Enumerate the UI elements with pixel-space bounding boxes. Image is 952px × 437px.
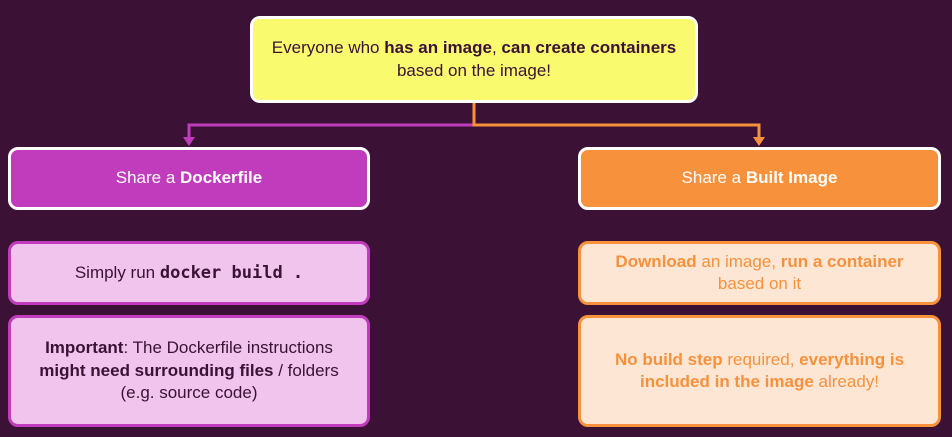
download-text-2: based on it bbox=[717, 274, 802, 293]
important-text-2: / folders (e.g. source code) bbox=[120, 360, 339, 403]
download-image-text: Download an image, run a container based… bbox=[595, 251, 924, 296]
share-dockerfile-prefix: Share a bbox=[115, 168, 181, 188]
no-build-bold-1: No build step bbox=[614, 349, 723, 369]
no-build-text-1: required, bbox=[722, 349, 800, 369]
important-bold-2: might need surrounding files bbox=[39, 360, 274, 380]
top-text-2: , bbox=[491, 38, 502, 58]
download-image-box: Download an image, run a container based… bbox=[578, 241, 941, 305]
docker-build-box: Simply run docker build . bbox=[8, 241, 370, 305]
docker-build-prefix: Simply run bbox=[74, 262, 160, 282]
docker-build-command: docker build . bbox=[159, 262, 304, 283]
share-dockerfile-label: Share a Dockerfile bbox=[116, 167, 262, 189]
top-statement-box: Everyone who has an image, can create co… bbox=[250, 16, 698, 103]
no-build-step-box: No build step required, everything is in… bbox=[578, 315, 941, 427]
arrowhead-left bbox=[183, 137, 195, 146]
top-text-3: based on the image! bbox=[396, 60, 552, 80]
top-text-1: Everyone who bbox=[271, 38, 385, 58]
download-bold-1: Download bbox=[615, 251, 697, 271]
important-label: Important bbox=[45, 338, 124, 358]
top-bold-1: has an image bbox=[384, 38, 492, 58]
share-built-image-prefix: Share a bbox=[681, 168, 746, 188]
important-note-text: Important: The Dockerfile instructions m… bbox=[25, 337, 353, 404]
important-note-box: Important: The Dockerfile instructions m… bbox=[8, 315, 370, 427]
share-dockerfile-bold: Dockerfile bbox=[180, 168, 263, 188]
no-build-step-text: No build step required, everything is in… bbox=[595, 349, 924, 394]
arrowhead-right bbox=[753, 137, 765, 146]
share-built-image-label: Share a Built Image bbox=[682, 167, 838, 189]
download-bold-2: run a container bbox=[780, 251, 904, 271]
no-build-text-2: already! bbox=[813, 372, 879, 391]
connector-left bbox=[187, 103, 476, 140]
connector-right bbox=[472, 103, 761, 140]
share-built-image-bold: Built Image bbox=[745, 168, 838, 188]
share-built-image-box: Share a Built Image bbox=[578, 147, 941, 210]
top-bold-2: can create containers bbox=[501, 38, 677, 58]
docker-build-text: Simply run docker build . bbox=[75, 262, 303, 284]
no-build-bold-2: everything is included in the image bbox=[639, 349, 905, 391]
share-dockerfile-box: Share a Dockerfile bbox=[8, 147, 370, 210]
download-text-1: an image, bbox=[696, 251, 781, 271]
top-statement-text: Everyone who has an image, can create co… bbox=[267, 37, 681, 82]
important-text-1: : The Dockerfile instructions bbox=[123, 338, 333, 358]
